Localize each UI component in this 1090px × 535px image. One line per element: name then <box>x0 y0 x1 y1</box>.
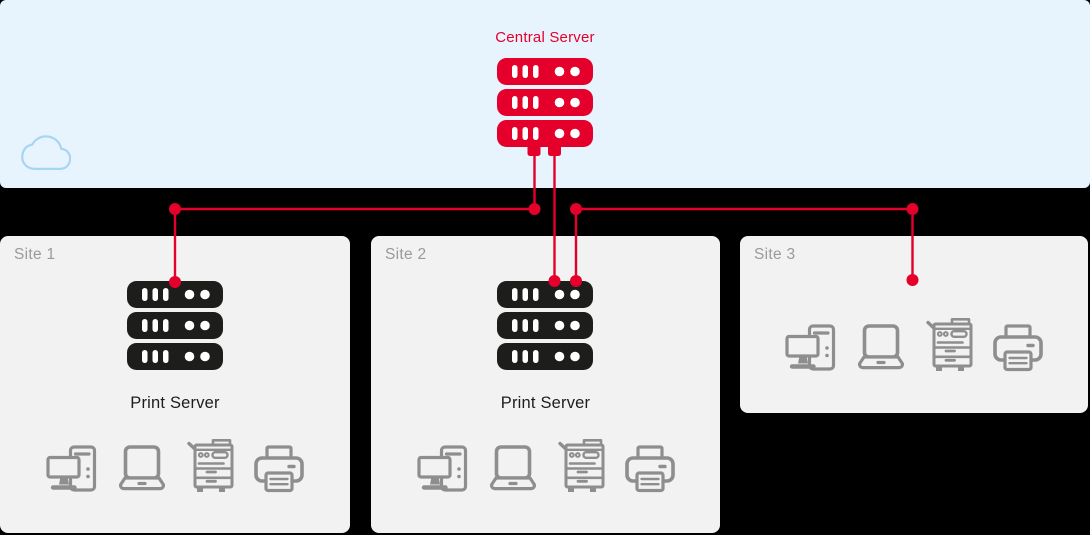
laptop-icon <box>116 445 168 493</box>
site-1-print-server-icon <box>127 281 223 375</box>
site-3-device-row <box>740 317 1088 372</box>
desktop-computer-icon <box>416 445 469 493</box>
site-1-box: Site 1 Print Server <box>0 236 350 533</box>
desktop-computer-icon <box>46 445 98 493</box>
multifunction-printer-icon <box>186 438 236 493</box>
cloud-icon <box>21 128 72 183</box>
site-2-device-row <box>371 438 720 493</box>
printer-icon <box>993 324 1043 372</box>
multifunction-printer-icon <box>925 317 975 372</box>
desktop-computer-icon <box>785 324 837 372</box>
multifunction-printer-icon <box>557 438 607 493</box>
site-2-print-server-label: Print Server <box>500 394 591 412</box>
laptop-icon <box>855 324 907 372</box>
site-1-device-row <box>0 438 350 493</box>
site-2-box: Site 2 Print Server <box>371 236 720 533</box>
site-2-label: Site 2 <box>385 246 427 263</box>
site-2-print-server-icon <box>497 281 593 375</box>
site-3-label: Site 3 <box>754 246 796 263</box>
central-server-label: Central Server <box>495 29 595 46</box>
laptop-icon <box>487 445 539 493</box>
site-1-label: Site 1 <box>14 246 56 263</box>
site-1-print-server-label: Print Server <box>130 394 220 412</box>
central-server-icon <box>497 58 593 161</box>
printer-icon <box>254 445 304 493</box>
printer-icon <box>624 445 675 493</box>
cloud-banner: Central Server <box>0 0 1090 188</box>
site-3-box: Site 3 <box>740 236 1088 413</box>
